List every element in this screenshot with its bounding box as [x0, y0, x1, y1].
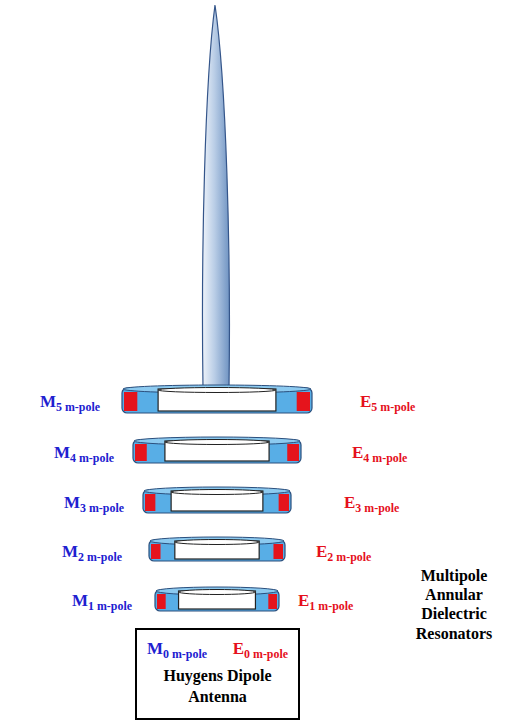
radiation-beam	[203, 5, 230, 388]
ring-core-top	[171, 490, 263, 495]
electric-pole-block	[145, 494, 155, 511]
ring-top	[156, 587, 278, 595]
electric-pole-block	[273, 544, 283, 559]
electric-pole-block	[157, 594, 166, 609]
annular-resonator	[122, 385, 312, 413]
ring-core-top	[179, 590, 256, 595]
pole-label: M3 m-pole	[64, 494, 124, 513]
ring-top	[134, 437, 300, 445]
ring-core-top	[165, 440, 269, 445]
pole-label: E1 m-pole	[298, 592, 353, 611]
pole-label: M5 m-pole	[40, 393, 100, 412]
label-holder: E2 m-pole	[316, 543, 371, 562]
pole-label: E0 m-pole	[233, 640, 288, 659]
pole-label: M4 m-pole	[54, 444, 114, 463]
ring-core-top	[175, 540, 259, 545]
label-holder: M1 m-pole	[72, 592, 132, 611]
label-holder: M3 m-pole	[64, 494, 124, 513]
antenna-title: Huygens Dipole Antenna	[162, 665, 274, 708]
ring-top	[144, 487, 290, 495]
pole-label: M1 m-pole	[72, 592, 132, 611]
pole-label: E4 m-pole	[352, 444, 407, 463]
antenna-box: M0 m-pole E0 m-poleHuygens Dipole Antenna	[135, 628, 300, 720]
annular-resonator	[155, 587, 279, 611]
electric-pole-block	[151, 544, 161, 559]
label-holder: M4 m-pole	[54, 444, 114, 463]
ring-top	[123, 385, 311, 393]
pole-label: M2 m-pole	[62, 543, 122, 562]
label-holder: Multipole Annular Dielectric Resonators	[404, 566, 504, 643]
pole-row: M0 m-pole E0 m-pole	[137, 640, 298, 659]
annular-resonator	[149, 537, 285, 561]
resonator-stack	[122, 385, 312, 611]
group-label: Multipole Annular Dielectric Resonators	[404, 566, 504, 643]
electric-pole-block	[287, 444, 299, 461]
label-holder: M2 m-pole	[62, 543, 122, 562]
annular-resonator	[143, 487, 291, 513]
label-holder: E4 m-pole	[352, 444, 407, 463]
label-holder: E1 m-pole	[298, 592, 353, 611]
label-holder: E5 m-pole	[360, 393, 415, 412]
ring-top	[150, 537, 284, 545]
label-holder: M5 m-pole	[40, 393, 100, 412]
pole-label: M0 m-pole	[147, 640, 207, 659]
pole-label: E2 m-pole	[316, 543, 371, 562]
label-holder: E3 m-pole	[344, 494, 399, 513]
electric-pole-block	[135, 444, 147, 461]
pole-label: E5 m-pole	[360, 393, 415, 412]
electric-pole-block	[279, 494, 289, 511]
pole-label: E3 m-pole	[344, 494, 399, 513]
electric-pole-block	[297, 392, 310, 411]
ring-core-top	[158, 388, 276, 393]
annular-resonator	[133, 437, 301, 463]
electric-pole-block	[124, 392, 137, 411]
electric-pole-block	[268, 594, 277, 609]
